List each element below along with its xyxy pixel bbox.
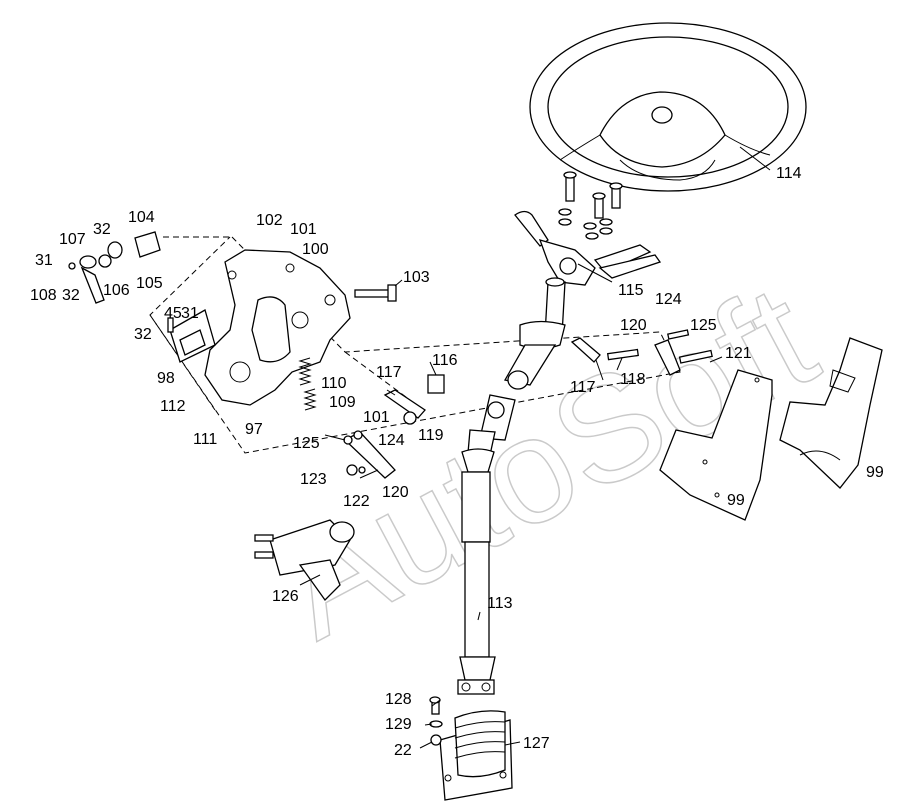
dust-boot	[439, 710, 513, 801]
callout-32-upper: 32	[93, 221, 111, 238]
callout-117-left: 117	[376, 364, 402, 381]
callout-101-lower: 101	[363, 409, 390, 426]
callout-124-left: 124	[378, 432, 405, 449]
bolt-103	[354, 284, 397, 302]
column-mounting-bolts	[558, 171, 623, 240]
callout-107: 107	[59, 231, 86, 248]
callout-100: 100	[302, 241, 329, 258]
callout-114: 114	[776, 165, 802, 182]
callout-124-right: 124	[655, 291, 682, 308]
callout-125-right: 125	[690, 317, 717, 334]
steering-wheel	[529, 22, 807, 192]
boot-fasteners	[429, 696, 443, 746]
callout-121: 121	[725, 345, 752, 362]
callout-128: 128	[385, 691, 412, 708]
callout-129: 129	[385, 716, 412, 733]
callout-112: 112	[160, 398, 186, 415]
spring-110	[298, 357, 317, 411]
callout-104: 104	[128, 209, 155, 226]
callout-117-right: 117	[570, 379, 596, 396]
callout-31-upper: 31	[35, 252, 53, 269]
callout-115: 115	[618, 282, 644, 299]
cover-panels	[659, 337, 883, 521]
callout-103: 103	[403, 269, 430, 286]
callout-127: 127	[523, 735, 550, 752]
callout-110: 110	[321, 375, 347, 392]
callout-119: 119	[418, 427, 444, 444]
callout-113: 113	[487, 595, 513, 612]
callout-45: 45	[164, 305, 182, 322]
callout-99-left: 99	[727, 492, 745, 509]
linkage-parts	[383, 329, 713, 425]
callout-123: 123	[300, 471, 327, 488]
callout-32-bracket: 32	[134, 326, 152, 343]
callout-108: 108	[30, 287, 57, 304]
callout-22: 22	[394, 742, 412, 759]
callout-101-upper: 101	[290, 221, 317, 238]
bracket-98	[167, 309, 216, 363]
actuator-126	[254, 519, 355, 602]
callout-105: 105	[136, 275, 163, 292]
callout-102: 102	[256, 212, 283, 229]
callout-111: 111	[193, 431, 217, 448]
callout-98: 98	[157, 370, 175, 387]
callout-125-left: 125	[293, 435, 320, 452]
callout-99-right: 99	[866, 464, 884, 481]
pedal-bracket	[204, 249, 351, 406]
callout-labels: 114 115 124 120 125 121 118 117 116 117 …	[30, 165, 884, 759]
intermediate-shaft	[457, 448, 496, 695]
leader-lines	[299, 146, 771, 749]
callout-120-right: 120	[620, 317, 647, 334]
linkage-lower	[343, 430, 396, 479]
assembly-boundaries	[149, 236, 681, 454]
callout-106: 106	[103, 282, 130, 299]
callout-109: 109	[329, 394, 356, 411]
combination-switch	[514, 210, 662, 286]
callout-116: 116	[432, 352, 458, 369]
callout-31-bracket: 31	[181, 305, 199, 322]
lever-parts-104-108	[68, 231, 161, 304]
callout-122: 122	[343, 493, 370, 510]
callout-97: 97	[245, 421, 263, 438]
callout-120-left: 120	[382, 484, 409, 501]
callout-32-lower: 32	[62, 287, 80, 304]
callout-118: 118	[620, 371, 646, 388]
callout-126: 126	[272, 588, 299, 605]
